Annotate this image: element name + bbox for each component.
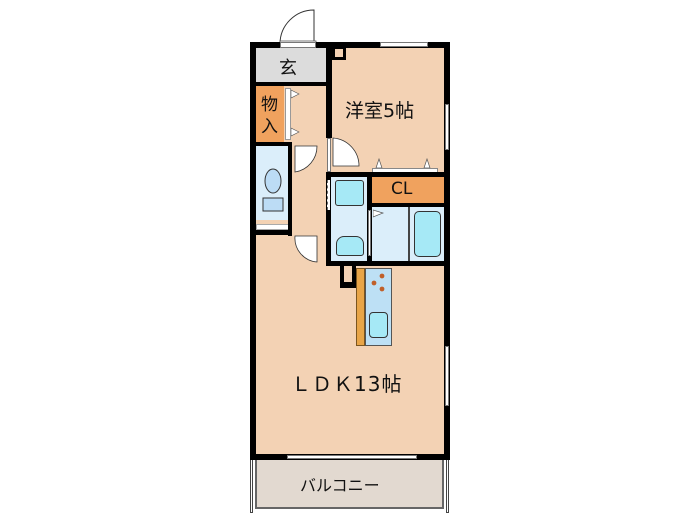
wall-right	[444, 42, 450, 460]
kitchen-sink-icon	[369, 312, 388, 338]
wall-bath-divider	[408, 207, 410, 261]
closet-door-markers-icon	[375, 157, 431, 168]
wall-storage-bottom	[250, 142, 292, 146]
kitchen-counter-edge	[356, 268, 365, 346]
pillar-kitchen-inner	[344, 266, 352, 282]
window-top	[380, 42, 428, 47]
closet-label: CL	[391, 179, 413, 199]
room-bath-dressing	[372, 207, 408, 261]
window-right-western	[445, 104, 449, 150]
bathtub-icon	[414, 211, 441, 257]
wall-western-left	[326, 42, 332, 138]
wall-western-bottom	[326, 172, 450, 177]
bath-door-marker-icon	[373, 209, 385, 218]
wall-left	[250, 42, 256, 460]
washing-machine-icon	[335, 180, 364, 206]
storage-label-top: 物	[261, 95, 278, 115]
wall-entrance-bottom	[250, 82, 328, 86]
balcony-label: バルコニー	[300, 476, 380, 495]
wall-toilet-right	[288, 142, 292, 236]
storage-door-marker-icon	[291, 89, 300, 137]
ldk-door-swing-icon	[294, 235, 318, 263]
bath-door	[368, 210, 371, 256]
entrance-door-frame	[280, 42, 316, 48]
wall-toilet-bottom	[250, 230, 292, 235]
storage-door	[285, 88, 291, 140]
room-closet: CL	[372, 177, 444, 203]
ldk-label: ＬＤＫ13帖	[291, 372, 403, 396]
stove-burners-icon	[371, 273, 385, 292]
balcony-sliding-door	[287, 455, 417, 459]
room-storage: 物 入	[256, 86, 284, 142]
wall-closet-bottom	[367, 203, 450, 207]
wall-wet-bottom	[326, 261, 450, 266]
entrance-label: 玄	[279, 58, 297, 79]
wall-top-left	[250, 42, 280, 48]
window-right-ldk	[445, 346, 449, 406]
balcony-left-rail	[250, 455, 253, 513]
room-balcony: バルコニー	[255, 460, 444, 509]
toilet-icon	[262, 168, 284, 212]
western-door-frame	[327, 138, 331, 172]
western-room-label: 洋室5帖	[345, 100, 415, 122]
balcony-right-rail	[446, 455, 449, 513]
western-door-swing-icon	[332, 137, 360, 167]
wall-washroom-left	[326, 172, 331, 266]
washroom-door	[327, 180, 330, 210]
washbasin-icon	[336, 236, 364, 256]
toilet-door-swing-icon	[294, 145, 318, 173]
storage-label-bottom: 入	[261, 117, 278, 137]
column-stub	[332, 46, 346, 60]
room-entrance: 玄	[255, 48, 327, 82]
